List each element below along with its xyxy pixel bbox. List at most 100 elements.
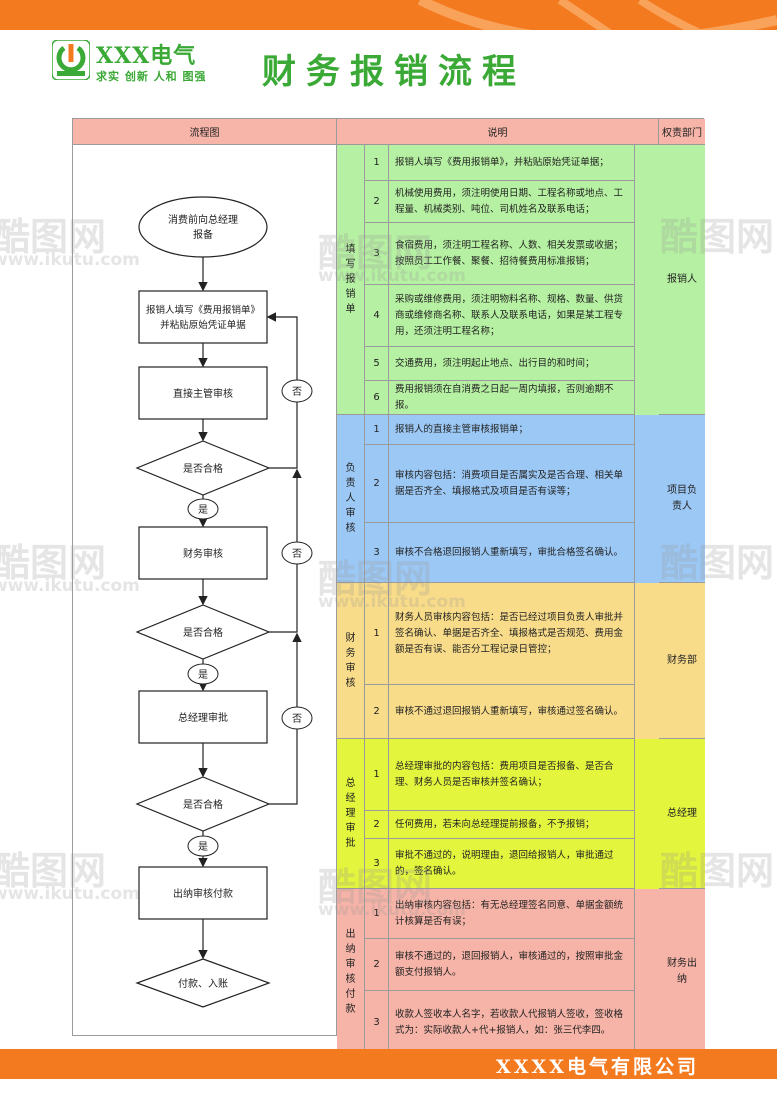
no-label-1 bbox=[281, 379, 313, 403]
header-department: 权责部门 bbox=[659, 119, 705, 145]
logo-icon bbox=[51, 39, 91, 81]
logo-text: XXX电气 bbox=[96, 43, 197, 69]
end-node bbox=[135, 958, 271, 1008]
section-label-text: 总经理审批 bbox=[345, 778, 356, 849]
row-description: 财务人员审核内容包括：是否已经过项目负责人审批并签名确认、单据是否齐全、填报格式… bbox=[389, 583, 635, 684]
yes-label-3 bbox=[187, 835, 219, 857]
section-label-text: 财务审核 bbox=[345, 632, 356, 689]
row-number: 3 bbox=[365, 839, 389, 888]
section-label: 出纳审核付款 bbox=[337, 889, 365, 1055]
step2-text: 直接主管审核 bbox=[173, 387, 233, 400]
row-number: 1 bbox=[365, 415, 389, 444]
start-text-1: 消费前向总经理 bbox=[168, 213, 238, 226]
page-header: XXX电气 求实 创新 人和 图强 财务报销流程 bbox=[0, 0, 777, 96]
row-number: 2 bbox=[365, 181, 389, 222]
no-label-2 bbox=[281, 541, 313, 565]
department-cell: 报销人 bbox=[659, 145, 705, 415]
row-number: 2 bbox=[365, 939, 389, 990]
row-number: 5 bbox=[365, 347, 389, 380]
flowchart: 消费前向总经理 报备 报销人填写《费用报销单》 并粘贴原始凭证单据 直接主管审核… bbox=[135, 196, 313, 1008]
footer-company: XXXX电气有限公司 bbox=[496, 1056, 699, 1078]
section-label-text: 填写报销单 bbox=[345, 244, 356, 315]
section-label-text: 出纳审核付款 bbox=[345, 928, 356, 1015]
check3-text: 是否合格 bbox=[183, 798, 223, 811]
row-description: 出纳审核内容包括：有无总经理签名同意、单据金额统计核算是否有误； bbox=[389, 889, 635, 938]
row-description: 收款人签收本人名字，若收款人代报销人签收，签收格式为：实际收款人+代+报销人，如… bbox=[389, 991, 635, 1054]
section-label: 总经理审批 bbox=[337, 739, 365, 889]
row-number: 1 bbox=[365, 739, 389, 810]
row-description: 总经理审批的内容包括：费用项目是否报备、是否合理、财务人员是否审核并签名确认； bbox=[389, 739, 635, 810]
row-number: 3 bbox=[365, 991, 389, 1054]
row-description: 机械使用费用，须注明使用日期、工程名称或地点、工程量、机械类别、吨位、司机姓名及… bbox=[389, 181, 635, 222]
start-text-2: 报备 bbox=[193, 228, 213, 241]
step3-text: 财务审核 bbox=[183, 547, 223, 560]
section-label-text: 负责人审核 bbox=[345, 463, 356, 534]
row-number: 1 bbox=[365, 145, 389, 180]
header-flowchart: 流程图 bbox=[73, 119, 337, 145]
yes-text-3: 是 bbox=[198, 841, 208, 853]
start-node bbox=[138, 196, 268, 258]
row-number: 2 bbox=[365, 685, 389, 738]
row-description: 审核不合格退回报销人重新填写，审批合格签名确认。 bbox=[389, 523, 635, 582]
row-description: 任何费用，若未向总经理提前报备，不予报销； bbox=[389, 811, 635, 838]
row-number: 3 bbox=[365, 523, 389, 582]
step-supervisor-review bbox=[138, 366, 268, 420]
row-description: 报销人填写《费用报销单》，并粘贴原始凭证单据； bbox=[389, 145, 635, 180]
header-description: 说明 bbox=[337, 119, 659, 145]
step4-text: 总经理审批 bbox=[178, 711, 228, 724]
page-title: 财务报销流程 bbox=[262, 52, 526, 92]
header-white-band bbox=[0, 30, 777, 96]
company-logo bbox=[51, 39, 91, 81]
flowchart-area: 消费前向总经理 报备 报销人填写《费用报销单》 并粘贴原始凭证单据 直接主管审核… bbox=[73, 145, 337, 1036]
row-description: 审核内容包括：消费项目是否属实及是否合理、相关单据是否齐全、填报格式及项目是否有… bbox=[389, 445, 635, 522]
row-description: 审核不通过退回报销人重新填写，审核通过签名确认。 bbox=[389, 685, 635, 738]
section-label: 填写报销单 bbox=[337, 145, 365, 415]
department-cell: 财务部 bbox=[659, 583, 705, 739]
step1-text-1: 报销人填写《费用报销单》 bbox=[146, 304, 260, 316]
row-description: 采购或维修费用，须注明物料名称、规格、数量、供货商或维修商名称、联系人及联系电话… bbox=[389, 285, 635, 346]
row-number: 4 bbox=[365, 285, 389, 346]
row-description: 费用报销须在自消费之日起一周内填报，否则逾期不报。 bbox=[389, 381, 635, 414]
step-cashier-payment bbox=[138, 866, 268, 920]
check1-text: 是否合格 bbox=[183, 462, 223, 475]
department-cell: 项目负责人 bbox=[659, 415, 705, 583]
row-description: 报销人的直接主管审核报销单； bbox=[389, 415, 635, 444]
row-number: 1 bbox=[365, 889, 389, 938]
department-cell: 财务出纳 bbox=[659, 889, 705, 1055]
yes-text-2: 是 bbox=[198, 669, 208, 681]
row-number: 2 bbox=[365, 445, 389, 522]
end-text: 付款、入账 bbox=[178, 977, 228, 990]
yes-label-2 bbox=[187, 663, 219, 685]
row-number: 6 bbox=[365, 381, 389, 414]
row-description: 交通费用，须注明起止地点、出行目的和时间； bbox=[389, 347, 635, 380]
row-number: 2 bbox=[365, 811, 389, 838]
yes-text-1: 是 bbox=[198, 504, 208, 516]
no-text-3: 否 bbox=[292, 713, 302, 725]
no-text-2: 否 bbox=[292, 548, 302, 560]
row-number: 3 bbox=[365, 223, 389, 284]
row-description: 审核不通过的，退回报销人，审核通过的，按照审批金额支付报销人。 bbox=[389, 939, 635, 990]
section-label: 财务审核 bbox=[337, 583, 365, 739]
no-label-3 bbox=[281, 706, 313, 730]
no-text-1: 否 bbox=[292, 386, 302, 398]
row-description: 食宿费用，须注明工程名称、人数、相关发票或收据；按照员工工作餐、聚餐、招待餐费用… bbox=[389, 223, 635, 284]
